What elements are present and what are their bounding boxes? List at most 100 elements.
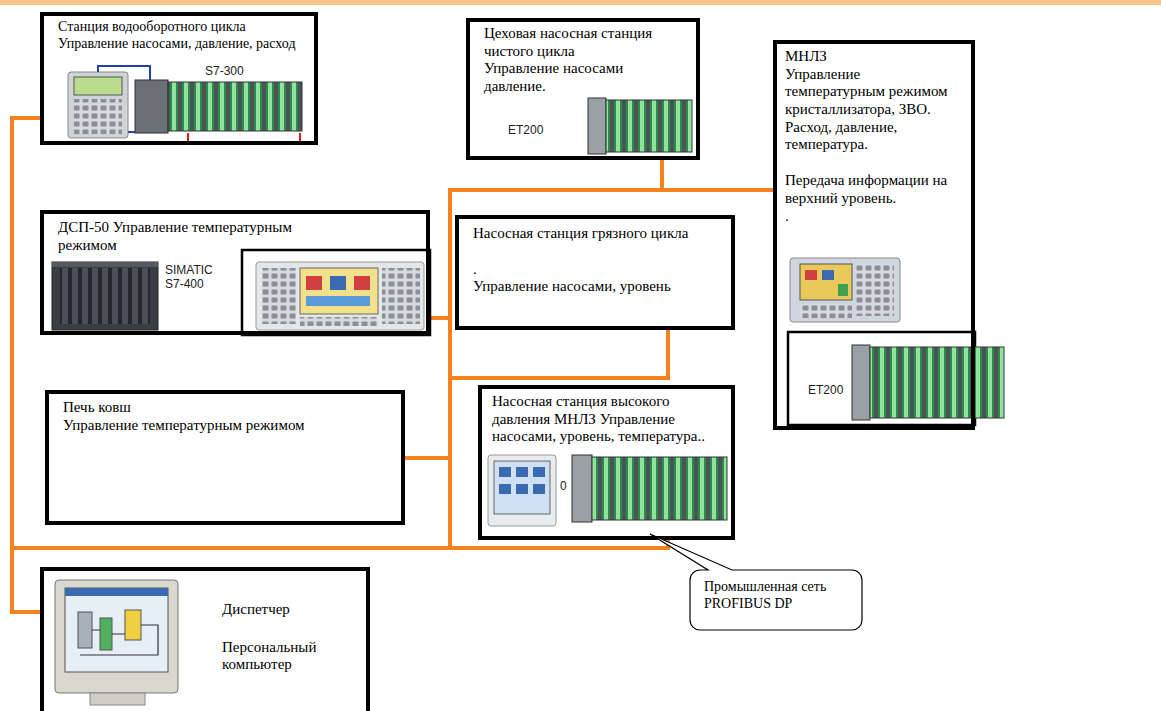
illustration-part bbox=[80, 625, 158, 655]
illustration-part bbox=[800, 264, 852, 300]
illustration-part bbox=[135, 80, 168, 133]
station-box: Насосная станция высокого давления МНЛЗ … bbox=[478, 385, 735, 540]
node-text: Насосная станция высокого давления МНЛЗ … bbox=[492, 393, 721, 446]
node-text: Насосная станция грязного цикла bbox=[473, 225, 721, 243]
illustration-part bbox=[856, 264, 894, 316]
device-label: SIMATIC S7-400 bbox=[165, 264, 231, 292]
text-area: Станция водооборотного циклаУправление н… bbox=[44, 16, 314, 56]
node-text: Управление насосами давление. bbox=[484, 60, 688, 95]
station-box: Печь ковшУправление температурным режимо… bbox=[45, 390, 405, 525]
device-label: ET200 bbox=[808, 384, 850, 398]
text-area: ДиспетчерПерсональный компьютер bbox=[44, 571, 366, 678]
illustration-part bbox=[78, 612, 92, 648]
illustration-part bbox=[100, 618, 112, 650]
illustration-part bbox=[354, 276, 370, 290]
illustration-part bbox=[852, 345, 870, 420]
node-text: Передача информации на верхний уровень. bbox=[785, 172, 963, 207]
illustration-part bbox=[300, 268, 378, 314]
station-box: ДСП-50 Управление температурным режимом bbox=[40, 210, 430, 335]
illustration-part bbox=[256, 262, 424, 330]
node-text: Управление насосами, давление, расход bbox=[58, 36, 308, 53]
illustration-part bbox=[533, 467, 545, 477]
illustration-part bbox=[125, 610, 141, 640]
network-line bbox=[12, 190, 773, 612]
operator-panel bbox=[242, 250, 430, 335]
illustration-part bbox=[68, 72, 128, 138]
text-area: ДСП-50 Управление температурным режимом bbox=[44, 214, 426, 258]
illustration-part bbox=[262, 268, 296, 324]
illustration-part bbox=[488, 455, 556, 526]
illustration-part bbox=[168, 82, 302, 131]
top-band bbox=[0, 0, 1161, 5]
illustration-part bbox=[74, 77, 122, 95]
illustration-part bbox=[128, 131, 135, 133]
node-text: Печь ковш bbox=[63, 399, 391, 417]
illustration-part bbox=[306, 276, 322, 290]
illustration-part bbox=[382, 268, 420, 324]
text-area: Насосная станция высокого давления МНЛЗ … bbox=[482, 389, 731, 450]
illustration-part bbox=[838, 284, 848, 296]
node-text: . bbox=[785, 208, 963, 226]
text-area: Промышленная сеть PROFIBUS DP bbox=[690, 570, 862, 621]
network-line bbox=[12, 458, 450, 612]
illustration-part bbox=[300, 317, 378, 326]
illustration-part bbox=[606, 100, 692, 152]
illustration-part bbox=[74, 99, 122, 134]
illustration-part bbox=[805, 270, 817, 280]
illustration-part bbox=[330, 276, 346, 290]
illustration-part bbox=[98, 66, 150, 80]
network-line bbox=[12, 118, 40, 612]
text-area: Цеховая насосная станция чистого циклаУп… bbox=[470, 22, 696, 100]
callout-outline-path bbox=[650, 534, 862, 630]
illustration-part bbox=[90, 693, 145, 705]
text-area: Насосная станция грязного цикла.Управлен… bbox=[459, 219, 731, 300]
s7-300-station bbox=[68, 66, 302, 141]
node-text: Управление насосами, уровень bbox=[473, 278, 721, 296]
device-label: S7-300 bbox=[205, 65, 265, 79]
illustration-part bbox=[52, 262, 158, 267]
illustration-part bbox=[588, 98, 606, 154]
node-text: МНЛЗ bbox=[785, 48, 963, 66]
dispatcher-monitor bbox=[55, 580, 178, 705]
node-text: ДСП-50 Управление температурным режимом bbox=[58, 219, 326, 254]
text-area: Печь ковшУправление температурным режимо… bbox=[49, 394, 401, 438]
illustration-part bbox=[188, 133, 300, 141]
station-box: ДиспетчерПерсональный компьютер bbox=[40, 567, 370, 711]
illustration-part bbox=[499, 467, 511, 477]
illustration-part bbox=[822, 270, 834, 280]
illustration-part bbox=[242, 250, 430, 335]
illustration-part bbox=[870, 347, 1004, 418]
illustration-part bbox=[306, 296, 370, 306]
illustration-part bbox=[65, 588, 168, 672]
illustration-part bbox=[592, 457, 727, 520]
node-text: Промышленная сеть PROFIBUS DP bbox=[704, 579, 852, 612]
callout-bubble: Промышленная сеть PROFIBUS DP bbox=[690, 570, 862, 630]
illustration-part bbox=[516, 484, 528, 494]
illustration-part bbox=[533, 484, 545, 494]
illustration-part bbox=[60, 268, 150, 324]
illustration-part bbox=[572, 455, 592, 522]
node-text: Управление температурным режимом кристал… bbox=[785, 66, 963, 154]
touch-panel-and-rack bbox=[488, 455, 727, 526]
station-box: Насосная станция грязного цикла.Управлен… bbox=[455, 215, 735, 330]
s7-400-plc bbox=[52, 262, 158, 330]
node-text: Станция водооборотного цикла bbox=[58, 19, 308, 36]
device-label: ET200 bbox=[508, 124, 568, 138]
illustration-part bbox=[516, 467, 528, 477]
illustration-part bbox=[790, 258, 900, 322]
illustration-part bbox=[52, 262, 158, 330]
illustration-part bbox=[494, 461, 550, 514]
illustration-part bbox=[800, 304, 852, 318]
node-text: Цеховая насосная станция чистого цикла bbox=[484, 25, 688, 60]
node-text: Персональный компьютер bbox=[222, 639, 336, 674]
node-text: Диспетчер bbox=[222, 601, 336, 619]
illustration-part bbox=[65, 588, 168, 596]
text-area: МНЛЗУправление температурным режимом кри… bbox=[777, 44, 971, 229]
et200-rack bbox=[588, 98, 692, 154]
device-label: 0 bbox=[560, 480, 572, 494]
node-text: Управление температурным режимом bbox=[63, 417, 391, 435]
